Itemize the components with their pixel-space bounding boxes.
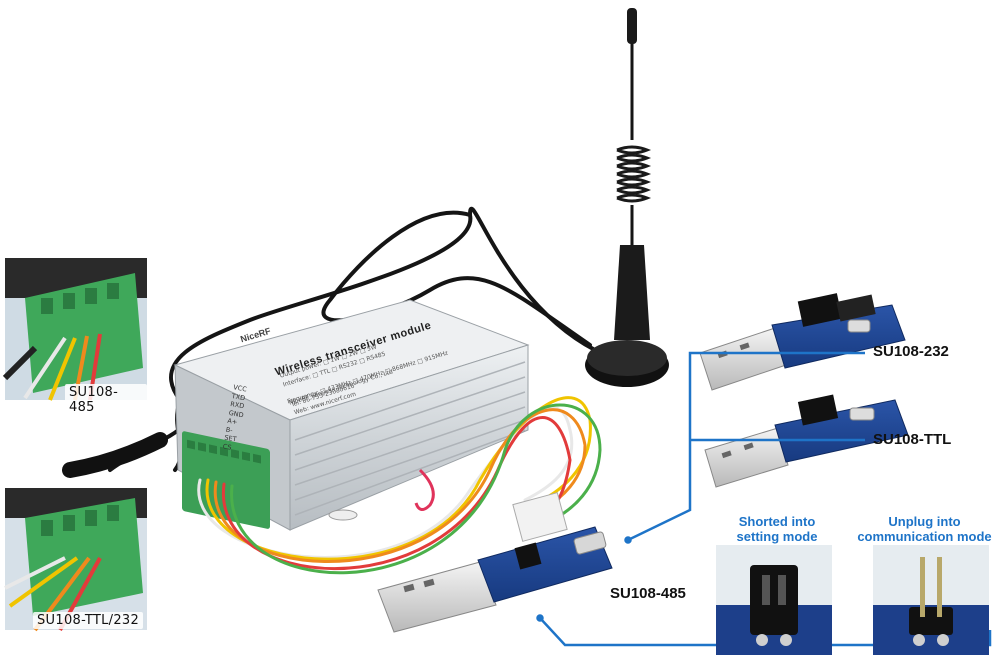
jumper-shorted-closeup <box>716 545 832 655</box>
adapter-ttl-board <box>704 394 909 488</box>
caption-shorted: Shorted into setting mode <box>720 514 834 544</box>
caption-unplug-text: Unplug into communication mode <box>857 514 992 544</box>
inset-ttl232-wiring: SU108-TTL/232 <box>4 488 147 632</box>
inset-label-485: SU108-485 <box>65 384 147 416</box>
black-cable-thick <box>62 432 168 478</box>
terminal-wiring-image <box>2 258 147 401</box>
label-su108-232: SU108-232 <box>873 343 949 360</box>
adapter-232-board <box>699 293 906 391</box>
module-terminal-block <box>182 431 270 529</box>
inset-485-wiring: SU108-485 <box>2 258 147 416</box>
jumper-unplugged-closeup <box>873 545 989 655</box>
label-su108-ttl: SU108-TTL <box>873 431 952 448</box>
caption-unplug: Unplug into communication mode <box>852 514 997 544</box>
cable-tie <box>414 468 435 511</box>
antenna <box>585 8 669 387</box>
adapter-485-board <box>377 492 613 633</box>
terminal-wiring-image-ttl <box>4 488 147 632</box>
ribbon-wires <box>197 396 602 575</box>
jumper-unplugged-image <box>873 545 989 655</box>
inset-label-ttl232: SU108-TTL/232 <box>33 612 144 629</box>
label-su108-485: SU108-485 <box>610 585 686 602</box>
caption-shorted-text: Shorted into setting mode <box>736 514 818 544</box>
jumper-shorted-image <box>716 545 832 655</box>
